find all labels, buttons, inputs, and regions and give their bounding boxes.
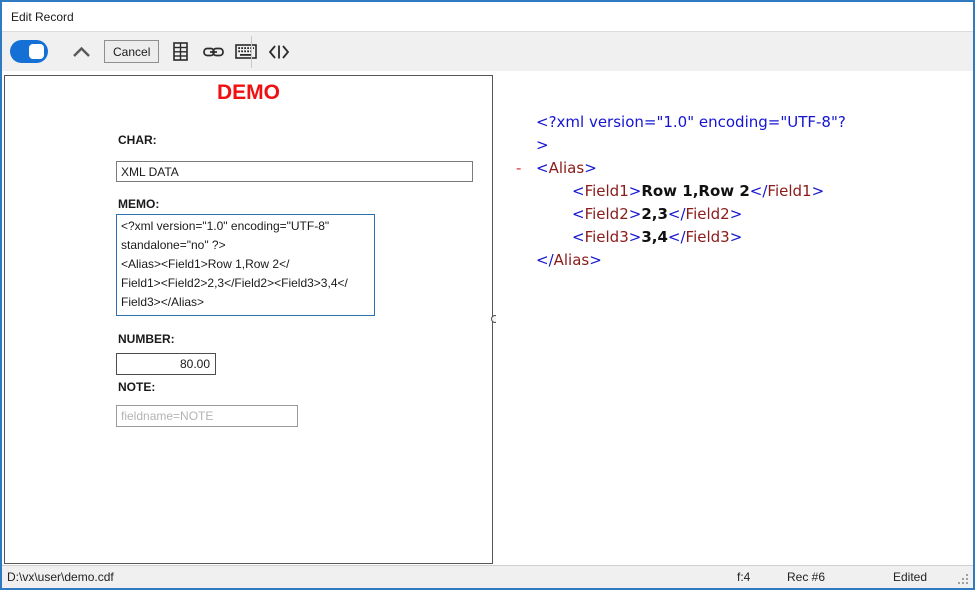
code-icon	[269, 44, 290, 59]
char-field-label: CHAR:	[118, 133, 157, 147]
collapse-toggle[interactable]: -	[516, 159, 522, 177]
note-input[interactable]	[116, 405, 298, 427]
xml-bracket: >	[729, 228, 743, 246]
char-input[interactable]	[116, 161, 473, 182]
xml-bracket: <	[572, 205, 585, 223]
xml-tag-name: Field1	[767, 182, 812, 200]
status-record-number: Rec #6	[787, 570, 826, 584]
number-field-label: NUMBER:	[118, 332, 175, 346]
keyboard-button[interactable]	[234, 40, 258, 64]
xml-bracket: </	[667, 228, 686, 246]
record-form-panel: DEMO CHAR: MEMO: NUMBER: NOTE:	[4, 75, 493, 564]
edit-mode-toggle[interactable]	[10, 40, 48, 63]
table-view-button[interactable]	[168, 40, 192, 64]
xml-line: -<Alias>	[496, 157, 973, 180]
xml-line: <Field1>Row 1,Row 2</Field1>	[496, 180, 973, 203]
xml-tag-name: Field3	[584, 228, 629, 246]
form-title: DEMO	[217, 81, 280, 104]
xml-line: <?xml version="1.0" encoding="UTF-8"?	[496, 111, 973, 134]
status-edit-state: Edited	[893, 570, 928, 584]
link-icon	[203, 47, 224, 56]
xml-tag-name: Field1	[584, 182, 629, 200]
xml-bracket: >	[584, 159, 597, 177]
xml-line: </Alias>	[496, 249, 973, 272]
xml-tag-name: Field2	[685, 205, 730, 223]
table-icon	[173, 42, 188, 61]
xml-line: <Field3>3,4</Field3>	[496, 226, 973, 249]
status-file-path: D:\vx\user\demo.cdf	[7, 570, 114, 584]
memo-field-label: MEMO:	[118, 197, 160, 211]
xml-line: >	[496, 134, 973, 157]
xml-bracket: <	[572, 182, 585, 200]
note-field-label: NOTE:	[118, 380, 156, 394]
titlebar[interactable]: Edit Record	[2, 2, 973, 31]
xml-line: <Field2>2,3</Field2>	[496, 203, 973, 226]
xml-text-content: 2,3	[641, 205, 668, 223]
xml-bracket: </	[749, 182, 768, 200]
collapse-toolbar-button[interactable]	[70, 41, 92, 63]
xml-bracket: <	[572, 228, 585, 246]
xml-bracket: </	[667, 205, 686, 223]
xml-bracket: <	[536, 159, 549, 177]
keyboard-icon	[235, 44, 258, 59]
xml-tag-name: Alias	[548, 159, 585, 177]
main-area: DEMO CHAR: MEMO: NUMBER: NOTE: <?xml ver…	[2, 71, 973, 565]
number-input[interactable]	[116, 353, 216, 375]
xml-bracket: <?xml version="1.0" encoding="UTF-8"?	[536, 113, 846, 131]
xml-bracket: >	[628, 182, 642, 200]
code-view-button[interactable]	[267, 40, 291, 64]
memo-textarea[interactable]	[116, 214, 375, 316]
status-field-indicator: f:4	[737, 570, 751, 584]
chevron-up-icon	[72, 46, 90, 57]
xml-tag-name: Field3	[685, 228, 730, 246]
xml-preview-panel[interactable]: <?xml version="1.0" encoding="UTF-8"?>-<…	[496, 71, 973, 565]
xml-bracket: >	[729, 205, 743, 223]
resize-grip[interactable]	[958, 574, 969, 585]
xml-bracket: >	[628, 205, 642, 223]
xml-bracket: >	[536, 136, 549, 154]
xml-bracket: >	[628, 228, 642, 246]
status-bar: D:\vx\user\demo.cdf f:4 Rec #6 Edited	[2, 565, 973, 588]
xml-tag-name: Alias	[553, 251, 590, 269]
window-title: Edit Record	[11, 9, 74, 24]
xml-text-content: 3,4	[641, 228, 668, 246]
xml-bracket: >	[811, 182, 825, 200]
toolbar-separator	[251, 36, 252, 68]
toolbar: Cancel	[2, 31, 973, 71]
toggle-knob-icon	[29, 44, 44, 59]
cancel-button[interactable]: Cancel	[104, 40, 160, 63]
xml-text-content: Row 1,Row 2	[641, 182, 750, 200]
xml-tag-name: Field2	[584, 205, 629, 223]
link-button[interactable]	[201, 40, 225, 64]
xml-bracket: </	[536, 251, 554, 269]
xml-bracket: >	[589, 251, 602, 269]
